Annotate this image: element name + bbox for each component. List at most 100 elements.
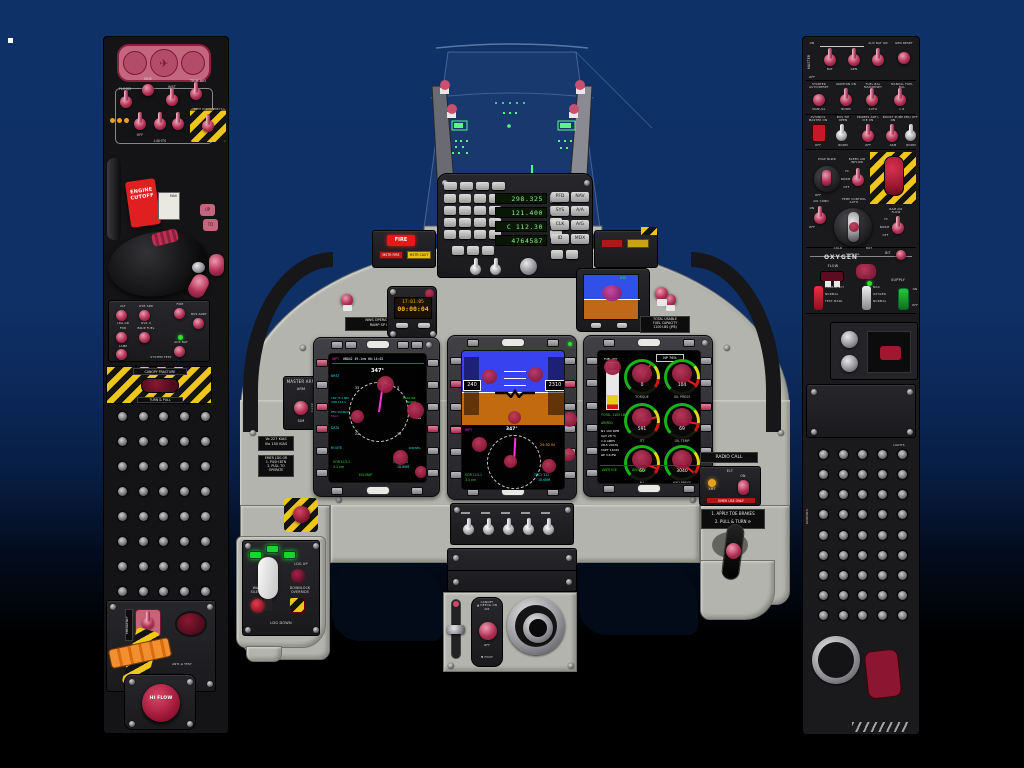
ufc-key-nav[interactable]: NAV (571, 192, 589, 202)
ufc-key[interactable] (444, 182, 457, 190)
circuit-breaker[interactable] (858, 450, 868, 459)
ufc-key[interactable] (459, 206, 471, 215)
bezel-button[interactable] (684, 486, 694, 492)
bezel-button[interactable] (587, 402, 597, 409)
circuit-breaker[interactable] (858, 490, 868, 500)
aux-bat-test-button[interactable] (174, 346, 185, 357)
ufc-key-pfd[interactable]: PFD (551, 192, 569, 202)
circuit-breaker[interactable] (819, 590, 829, 600)
circuit-breaker[interactable] (180, 512, 190, 521)
ufc-key[interactable] (459, 218, 471, 227)
gauge-hotspot[interactable] (632, 408, 652, 427)
master-caution-light[interactable]: MSTR CAUT (407, 251, 431, 259)
circuit-breaker[interactable] (180, 437, 190, 446)
circuit-breaker[interactable] (858, 590, 868, 600)
ufc-key[interactable] (452, 246, 464, 255)
screen-hotspot[interactable] (407, 402, 424, 419)
circuit-breaker[interactable] (819, 450, 829, 459)
circuit-breaker[interactable] (878, 490, 888, 500)
bezel-slot[interactable] (367, 341, 389, 348)
bezel-button[interactable] (565, 403, 575, 410)
screen-hotspot[interactable] (508, 411, 521, 424)
ufc-toggle-2[interactable] (490, 258, 501, 275)
circuit-breaker[interactable] (838, 490, 848, 500)
circuit-breaker[interactable] (117, 537, 127, 546)
circuit-breaker[interactable] (138, 512, 148, 521)
supply-lever[interactable] (898, 288, 909, 310)
pedestal-toggle[interactable] (463, 518, 474, 535)
ufc-key[interactable] (492, 182, 505, 190)
bezel-button[interactable] (317, 382, 327, 388)
circuit-breaker[interactable] (819, 570, 829, 580)
emergency-lever[interactable] (814, 286, 823, 310)
bezel-button-active[interactable] (451, 381, 461, 387)
ufc-key[interactable] (474, 218, 486, 227)
circuit-breaker[interactable] (897, 470, 907, 480)
ufc-key[interactable] (489, 230, 501, 239)
circuit-breaker[interactable] (858, 470, 868, 480)
ram-air-switch[interactable] (892, 216, 904, 234)
bezel-button[interactable] (428, 360, 438, 366)
circuit-breaker[interactable] (858, 570, 868, 580)
circuit-breaker[interactable] (180, 412, 190, 421)
man-fuel-switch[interactable] (894, 88, 906, 106)
ufc-key[interactable] (474, 194, 486, 203)
trim-aid-switch[interactable] (190, 82, 202, 100)
adi-hotspot[interactable] (602, 285, 622, 301)
ufc-key[interactable] (460, 182, 473, 190)
circuit-breaker[interactable] (878, 450, 888, 459)
ufc-key-mdx[interactable]: MDX (571, 234, 589, 244)
lights-toggle-1[interactable] (134, 112, 146, 130)
ufc-key[interactable] (566, 250, 578, 259)
starter-switch[interactable] (813, 94, 825, 106)
circuit-breaker[interactable] (838, 570, 848, 580)
bezel-button[interactable] (548, 489, 558, 495)
circuit-breaker[interactable] (897, 590, 907, 600)
pmu-switch[interactable] (905, 124, 916, 141)
inst-switch[interactable] (166, 88, 178, 106)
avionics-master-switch[interactable] (812, 124, 826, 142)
boost-pump-switch[interactable] (886, 124, 898, 142)
trim-disconnect-switch[interactable] (202, 114, 214, 132)
gen-switch[interactable] (848, 48, 860, 66)
bezel-button[interactable] (317, 448, 327, 454)
anti-g-valve-knob[interactable] (175, 611, 207, 637)
circuit-breaker[interactable] (138, 562, 148, 571)
circuit-breaker[interactable] (117, 487, 127, 496)
ufc-key-sys[interactable]: SYS (551, 206, 569, 216)
bit-button[interactable] (896, 250, 906, 260)
vent-knob[interactable] (520, 258, 537, 275)
circuit-breaker[interactable] (878, 590, 888, 600)
glareshield-knob-right[interactable] (664, 294, 676, 306)
hi-flow-knob[interactable]: HI FLOW (142, 684, 180, 722)
bezel-button[interactable] (587, 447, 597, 454)
defog-knob[interactable] (479, 622, 497, 640)
circuit-breaker[interactable] (878, 570, 888, 580)
fire-test-button[interactable] (174, 308, 185, 319)
circuit-breaker[interactable] (117, 562, 127, 571)
screen-hotspot[interactable] (415, 466, 426, 478)
circuit-breaker[interactable] (138, 462, 148, 471)
pedestal-toggle[interactable] (543, 518, 554, 535)
ufc-key[interactable] (482, 246, 494, 255)
gauge-hotspot[interactable] (632, 450, 652, 469)
backup-knob-1[interactable] (841, 331, 858, 348)
circuit-breaker[interactable] (201, 537, 211, 546)
gen-reset-button[interactable] (898, 52, 910, 64)
circuit-breaker[interactable] (838, 550, 848, 560)
backup-display-button[interactable] (880, 346, 901, 360)
bus-test-button[interactable] (193, 318, 204, 329)
circuit-breaker[interactable] (159, 412, 169, 421)
bezel-slot[interactable] (367, 487, 389, 494)
bezel-button-active[interactable] (317, 404, 327, 410)
circuit-breaker[interactable] (201, 487, 211, 496)
warn-silence-button[interactable] (251, 599, 264, 612)
circuit-breaker[interactable] (159, 437, 169, 446)
circuit-breaker[interactable] (180, 537, 190, 546)
pedestal-toggle[interactable] (523, 518, 534, 535)
ufc-key-ag[interactable]: A/G (571, 220, 589, 230)
circuit-breaker[interactable] (838, 611, 848, 620)
screen-hotspot[interactable] (482, 369, 497, 384)
screen-hotspot[interactable] (472, 437, 487, 452)
ovr-spd-test-button[interactable] (139, 310, 150, 321)
